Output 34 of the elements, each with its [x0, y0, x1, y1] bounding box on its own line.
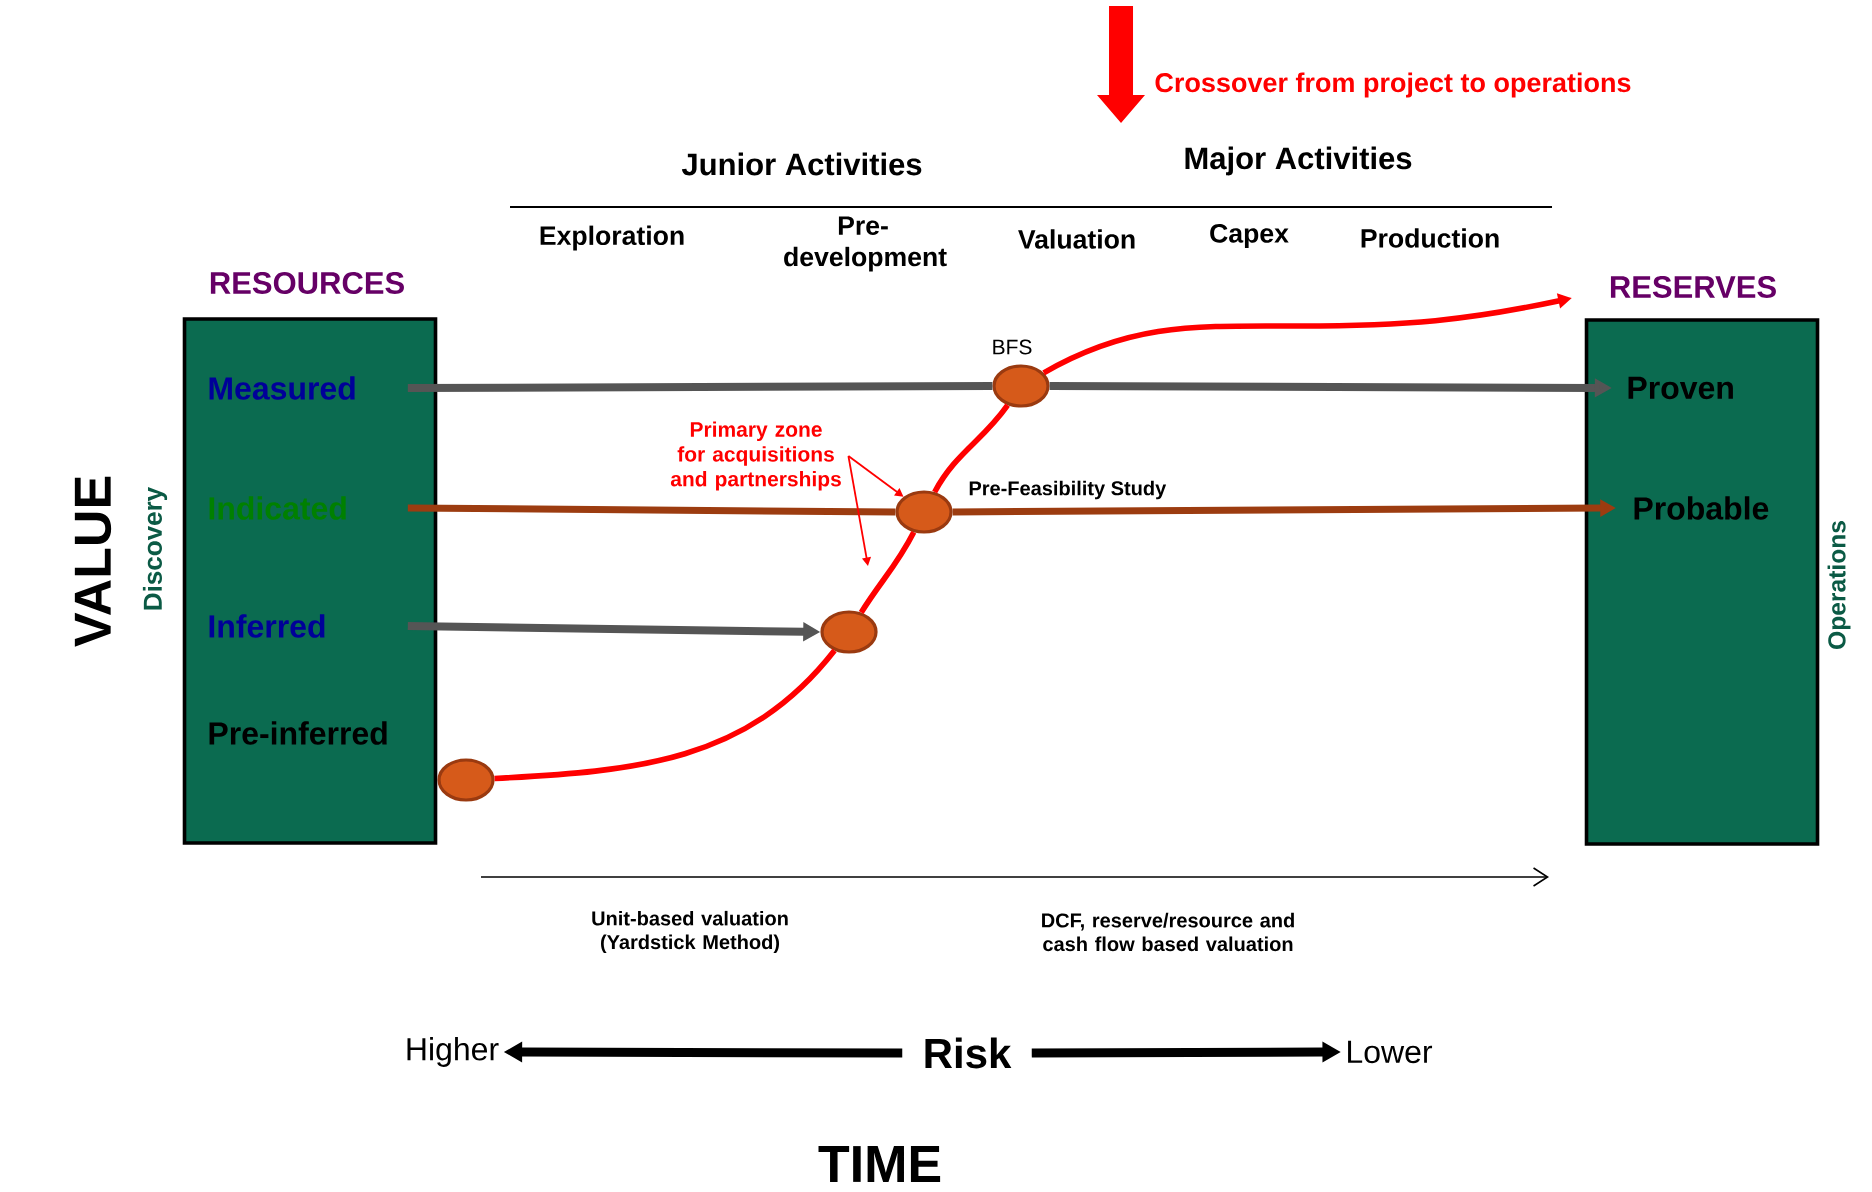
- method-label: DCF, reserve/resource and cash flow based valuation: [1042, 912, 1294, 952]
- stage-label: Valuation: [1018, 229, 1135, 249]
- side-label: Operations: [1827, 521, 1851, 649]
- connector-line: [932, 403, 1010, 494]
- grade-label: Inferred: [209, 614, 325, 638]
- axis-title: TIME: [818, 1146, 941, 1182]
- milestone-ellipse: [820, 610, 878, 654]
- milestone-ellipse: [437, 758, 495, 802]
- stage-label: Production: [1361, 228, 1499, 248]
- grade-label: Probable: [1634, 496, 1769, 520]
- risk-end-label: Higher: [407, 1037, 499, 1067]
- grade-label: Pre-inferred: [209, 721, 387, 745]
- connector-line: [494, 648, 837, 782]
- milestone-label: BFS: [993, 339, 1032, 355]
- phase-heading: Major Activities: [1185, 146, 1412, 176]
- axis-title: VALUE: [74, 476, 112, 647]
- risk-end-label: Lower: [1348, 1040, 1433, 1064]
- callout-text: Crossover from project to operations: [1155, 72, 1631, 98]
- panel-heading: RESERVES: [1610, 276, 1776, 298]
- grade-label: Proven: [1628, 376, 1733, 400]
- stage-label: Capex: [1210, 223, 1289, 249]
- method-label: Unit-based valuation (Yardstick Method): [592, 910, 788, 954]
- side-label: Discovery: [142, 487, 168, 610]
- stage-label: Pre- development: [784, 216, 947, 272]
- grade-label: Indicated: [209, 496, 346, 520]
- connector-line: [858, 530, 917, 614]
- milestone-label: Pre-Feasibility Study: [969, 480, 1167, 500]
- phase-heading: Junior Activities: [681, 152, 922, 176]
- stage-label: Exploration: [540, 225, 684, 251]
- grade-label: Measured: [209, 376, 355, 400]
- callout-text: Primary zone for acquisitions and partnerships: [670, 421, 841, 491]
- panel-heading: RESOURCES: [210, 272, 404, 294]
- risk-label: Risk: [925, 1037, 1012, 1069]
- connector-line: [407, 504, 896, 516]
